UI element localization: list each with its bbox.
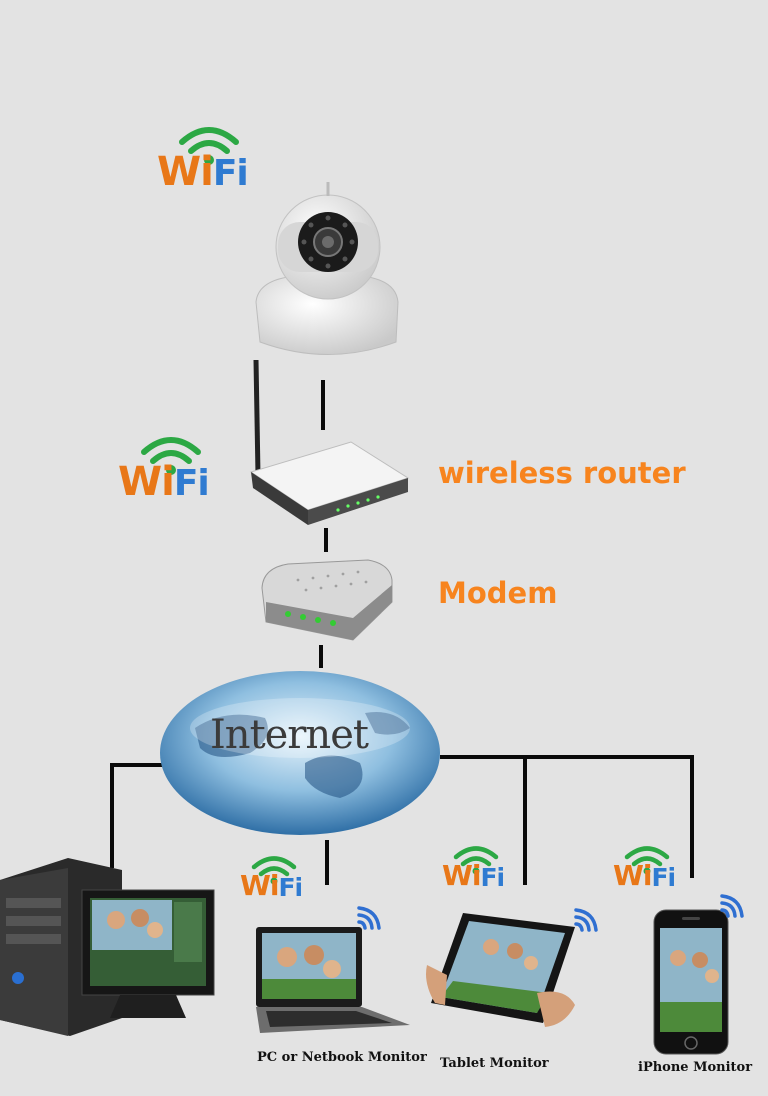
wifi-wi-text: Wi [157,149,214,195]
modem-label: Modem [438,576,558,610]
desktop-pc-icon [0,858,215,1036]
signal-waves-icon [574,908,598,932]
internet-label: Internet [210,712,369,758]
router-label: wireless router [438,456,686,490]
wifi-fi-text: Fi [480,863,505,892]
wifi-wi-text: Wi [442,859,481,892]
iphone-icon [653,909,729,1055]
wifi-wi-text: Wi [118,459,175,505]
internet-globe-icon [160,671,440,835]
wifi-fi-text: Fi [212,153,249,194]
wifi-wi-text: Wi [240,869,279,902]
wifi-fi-text: Fi [278,873,303,902]
signal-waves-icon [357,906,381,930]
iphone-caption: iPhone Monitor [638,1060,753,1075]
tablet-icon [426,913,575,1027]
wifi-signal-icon [624,846,670,875]
signal-waves-icon [720,894,744,918]
wireless-router-icon [249,360,410,525]
wifi-signal-icon [453,846,499,875]
wifi-wi-text: Wi [613,859,652,892]
laptop-caption: PC or Netbook Monitor [257,1050,427,1065]
laptop-icon [256,927,410,1033]
modem-icon [261,559,393,641]
wifi-signal-icon [179,127,239,165]
wifi-fi-text: Fi [173,463,210,504]
wifi-fi-text: Fi [651,863,676,892]
tablet-caption: Tablet Monitor [440,1056,549,1071]
wifi-signal-icon [141,437,201,475]
ip-camera-icon [255,182,399,355]
wifi-signal-icon [251,856,297,885]
